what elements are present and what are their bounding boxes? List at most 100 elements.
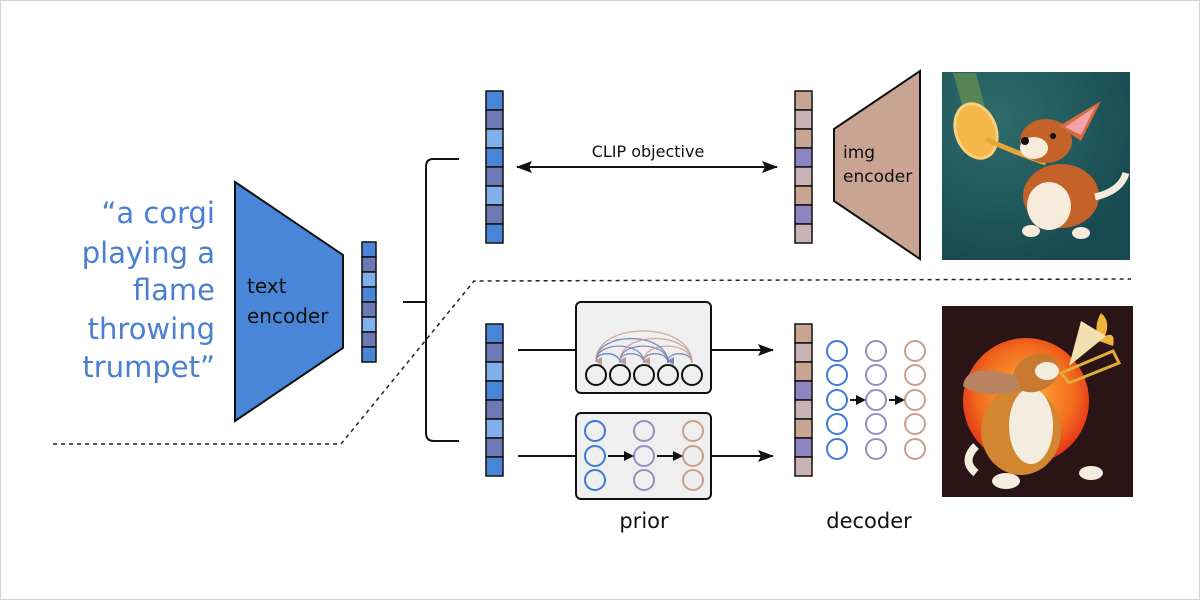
transformer-node xyxy=(609,364,631,386)
attention-arc xyxy=(595,337,669,366)
transformer-node xyxy=(633,364,655,386)
trombone-slide xyxy=(1058,349,1122,385)
img-encoder-label: encoder xyxy=(843,167,912,187)
embedding-cell xyxy=(485,223,504,244)
attention-arcs xyxy=(595,330,693,366)
embedding-cell xyxy=(794,342,813,363)
corgi-paw xyxy=(992,473,1020,489)
attention-arc xyxy=(595,330,693,366)
embedding-cell xyxy=(485,342,504,363)
caption-line: flame xyxy=(133,273,215,307)
caption-line: playing a xyxy=(82,236,215,270)
transformer-node xyxy=(585,364,607,386)
embedding-cell xyxy=(485,166,504,187)
embedding-cell xyxy=(361,346,377,363)
embedding-cell xyxy=(485,456,504,477)
network-node xyxy=(584,420,606,442)
generated-image-bottom xyxy=(942,306,1133,497)
caption-line: throwing xyxy=(88,312,215,346)
img-encoder-label: img xyxy=(843,143,875,163)
embedding-cell xyxy=(794,90,813,111)
corgi-paw xyxy=(1072,227,1090,239)
embedding-cell xyxy=(794,109,813,130)
branch-connector xyxy=(403,158,459,442)
network-node xyxy=(633,420,655,442)
embedding-cell xyxy=(485,380,504,401)
embedding-cell xyxy=(485,361,504,382)
embedding-cell xyxy=(485,147,504,168)
prior-output-embedding xyxy=(794,323,813,477)
network-node xyxy=(865,413,887,435)
embedding-cell xyxy=(794,380,813,401)
corgi-paw xyxy=(1022,225,1040,237)
network-node xyxy=(865,438,887,460)
prior-transformer-frame xyxy=(575,301,712,394)
embedding-cell xyxy=(485,418,504,439)
corgi-tail xyxy=(1094,171,1130,201)
network-node xyxy=(904,438,926,460)
transformer-nodes xyxy=(585,364,703,386)
network-node xyxy=(904,340,926,362)
generated-image-top xyxy=(942,72,1130,260)
network-node xyxy=(826,413,848,435)
clip-objective-label: CLIP objective xyxy=(592,142,705,161)
text-encoder: text encoder xyxy=(234,180,344,423)
network-node xyxy=(826,438,848,460)
corgi-belly xyxy=(1027,182,1071,230)
text-embedding xyxy=(361,241,377,363)
caption-prompt: “a corgi playing a flame throwing trumpe… xyxy=(82,196,215,384)
network-node xyxy=(826,340,848,362)
corgi-muzzle xyxy=(1035,362,1059,380)
prior-transformer-box xyxy=(575,301,712,394)
corgi-ear-inner xyxy=(1065,107,1095,135)
embedding-cell xyxy=(794,323,813,344)
embedding-cell xyxy=(485,437,504,458)
network-node xyxy=(682,469,704,491)
img-encoder: img encoder xyxy=(833,69,921,261)
embedding-cell xyxy=(485,90,504,111)
network-node xyxy=(826,389,848,411)
transformer-node xyxy=(657,364,679,386)
network-node xyxy=(904,413,926,435)
network-node xyxy=(584,469,606,491)
trombone-bell xyxy=(1069,321,1106,366)
prior-label: prior xyxy=(619,509,669,533)
transformer-node xyxy=(681,364,703,386)
network-node xyxy=(904,364,926,386)
embedding-cell xyxy=(794,456,813,477)
divider-dashed-line xyxy=(53,278,1132,445)
network-node xyxy=(682,445,704,467)
corgi-tail xyxy=(964,443,979,477)
embedding-cell xyxy=(485,204,504,225)
embedding-cell xyxy=(361,316,377,333)
text-encoder-label: encoder xyxy=(247,304,329,328)
trumpet-bell xyxy=(953,102,999,160)
network-node xyxy=(682,420,704,442)
network-node xyxy=(865,364,887,386)
corgi-ear xyxy=(963,370,1021,395)
text-encoder-shape xyxy=(234,180,344,423)
corgi-chest xyxy=(1009,388,1053,464)
corgi-eye xyxy=(1050,133,1056,139)
corgi-paw xyxy=(1079,466,1103,480)
embedding-cell xyxy=(361,331,377,348)
embedding-cell xyxy=(361,256,377,273)
corgi-nose xyxy=(1021,137,1029,145)
embedding-cell xyxy=(794,166,813,187)
attention-arc xyxy=(619,337,693,366)
embedding-cell xyxy=(485,109,504,130)
clip-image-embedding xyxy=(794,90,813,244)
embedding-cell xyxy=(485,323,504,344)
network-node xyxy=(865,389,887,411)
caption-line: trumpet” xyxy=(82,350,215,384)
embedding-cell xyxy=(361,271,377,288)
embedding-cell xyxy=(485,399,504,420)
prior-input-embedding xyxy=(485,323,504,477)
network-node xyxy=(904,389,926,411)
text-encoder-label: text xyxy=(247,274,287,298)
network-node xyxy=(633,469,655,491)
embedding-cell xyxy=(794,185,813,206)
prior-diffusion-box xyxy=(575,412,712,500)
